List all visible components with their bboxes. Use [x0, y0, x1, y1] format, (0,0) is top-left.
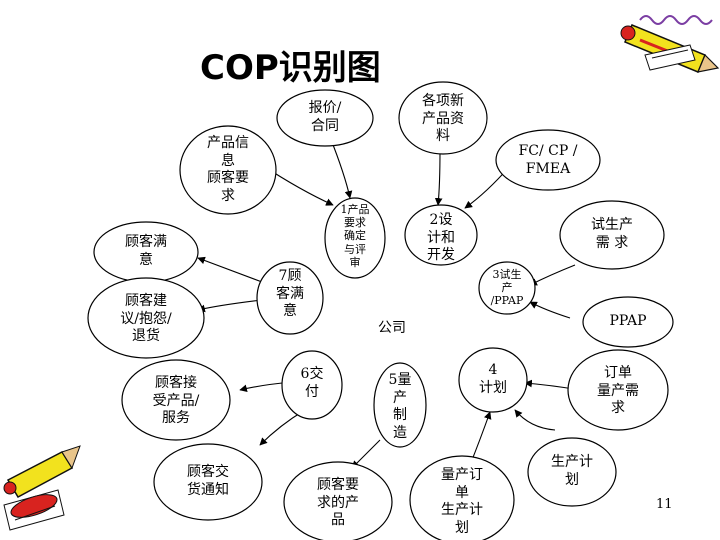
center-company: 公司 [378, 320, 406, 336]
cloud-order-demand: 订单 量产需 求 [597, 365, 639, 416]
node-4-plan: 4 计划 [479, 362, 507, 396]
process-nodes [256, 197, 536, 448]
cloud-quote-contract: 报价/ 合同 [308, 100, 342, 134]
cloud-customer-complaints: 顾客建 议/抱怨/ 退货 [120, 293, 172, 344]
cloud-fc-cp-fmea: FC/ CP / FMEA [518, 143, 578, 177]
cloud-mass-order-plan: 量产订 单 生产计 划 [441, 467, 483, 536]
cloud-ppap: PPAP [609, 313, 647, 329]
node-2-design: 2设 计和 开发 [427, 212, 455, 263]
cloud-customer-accepts-product: 顾客接 受产品/ 服务 [152, 375, 200, 426]
page-title: COP识别图 [200, 48, 381, 88]
node-3-trial-production: 3试生 产 /PPAP [490, 268, 524, 308]
cloud-delivery-notice: 顾客交 货通知 [187, 464, 229, 498]
node-6-delivery: 6交 付 [300, 366, 324, 400]
pencil-icon-top-right [620, 15, 720, 73]
outer-clouds [87, 81, 674, 540]
node-1-requirements: 1产品 要求 确定 与评 审 [340, 203, 370, 269]
cloud-product-info-requirements: 产品信 息 顾客要 求 [207, 135, 249, 204]
pencil-icon-bottom-left [3, 445, 81, 531]
node-7-customer-satisfaction: 7顾 客满 意 [276, 268, 304, 319]
cloud-customer-satisfaction: 顾客满 意 [125, 234, 167, 268]
page-number: 11 [656, 497, 673, 512]
cloud-customer-required-product: 顾客要 求的产 品 [317, 477, 359, 528]
node-5-mass-production: 5量 产 制 造 [388, 372, 412, 441]
cloud-production-plan: 生产计 划 [551, 454, 593, 488]
cloud-trial-production-demand: 试生产 需 求 [591, 217, 633, 251]
cloud-new-product-info: 各项新 产品资 料 [422, 93, 464, 144]
